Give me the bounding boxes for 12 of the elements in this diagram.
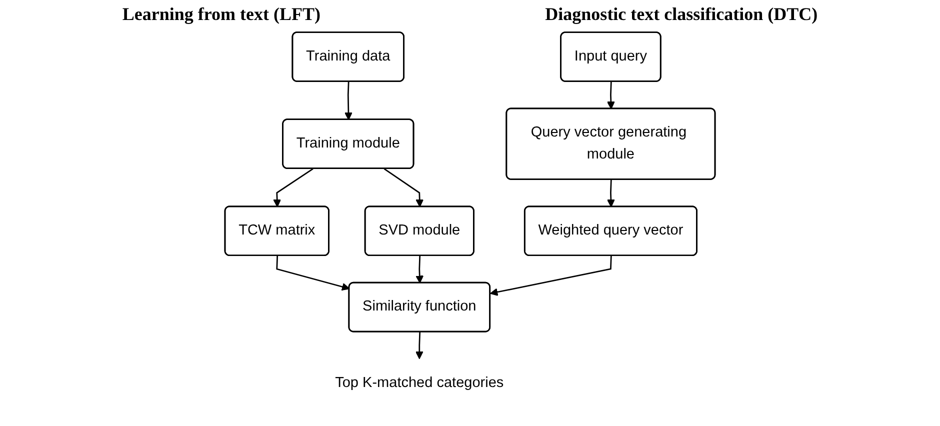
arrow bbox=[606, 82, 615, 110]
arrow bbox=[606, 180, 615, 208]
arrow bbox=[415, 332, 424, 360]
node-text: Top K-matched categories bbox=[335, 375, 504, 391]
arrow bbox=[344, 82, 352, 120]
arrow bbox=[416, 256, 424, 284]
arrow bbox=[490, 256, 612, 296]
section-heading: Learning from text (LFT) bbox=[122, 4, 320, 25]
arrow bbox=[384, 168, 424, 208]
section-heading: Diagnostic text classification (DTC) bbox=[545, 4, 818, 25]
arrow bbox=[273, 168, 314, 208]
arrow bbox=[276, 256, 350, 291]
